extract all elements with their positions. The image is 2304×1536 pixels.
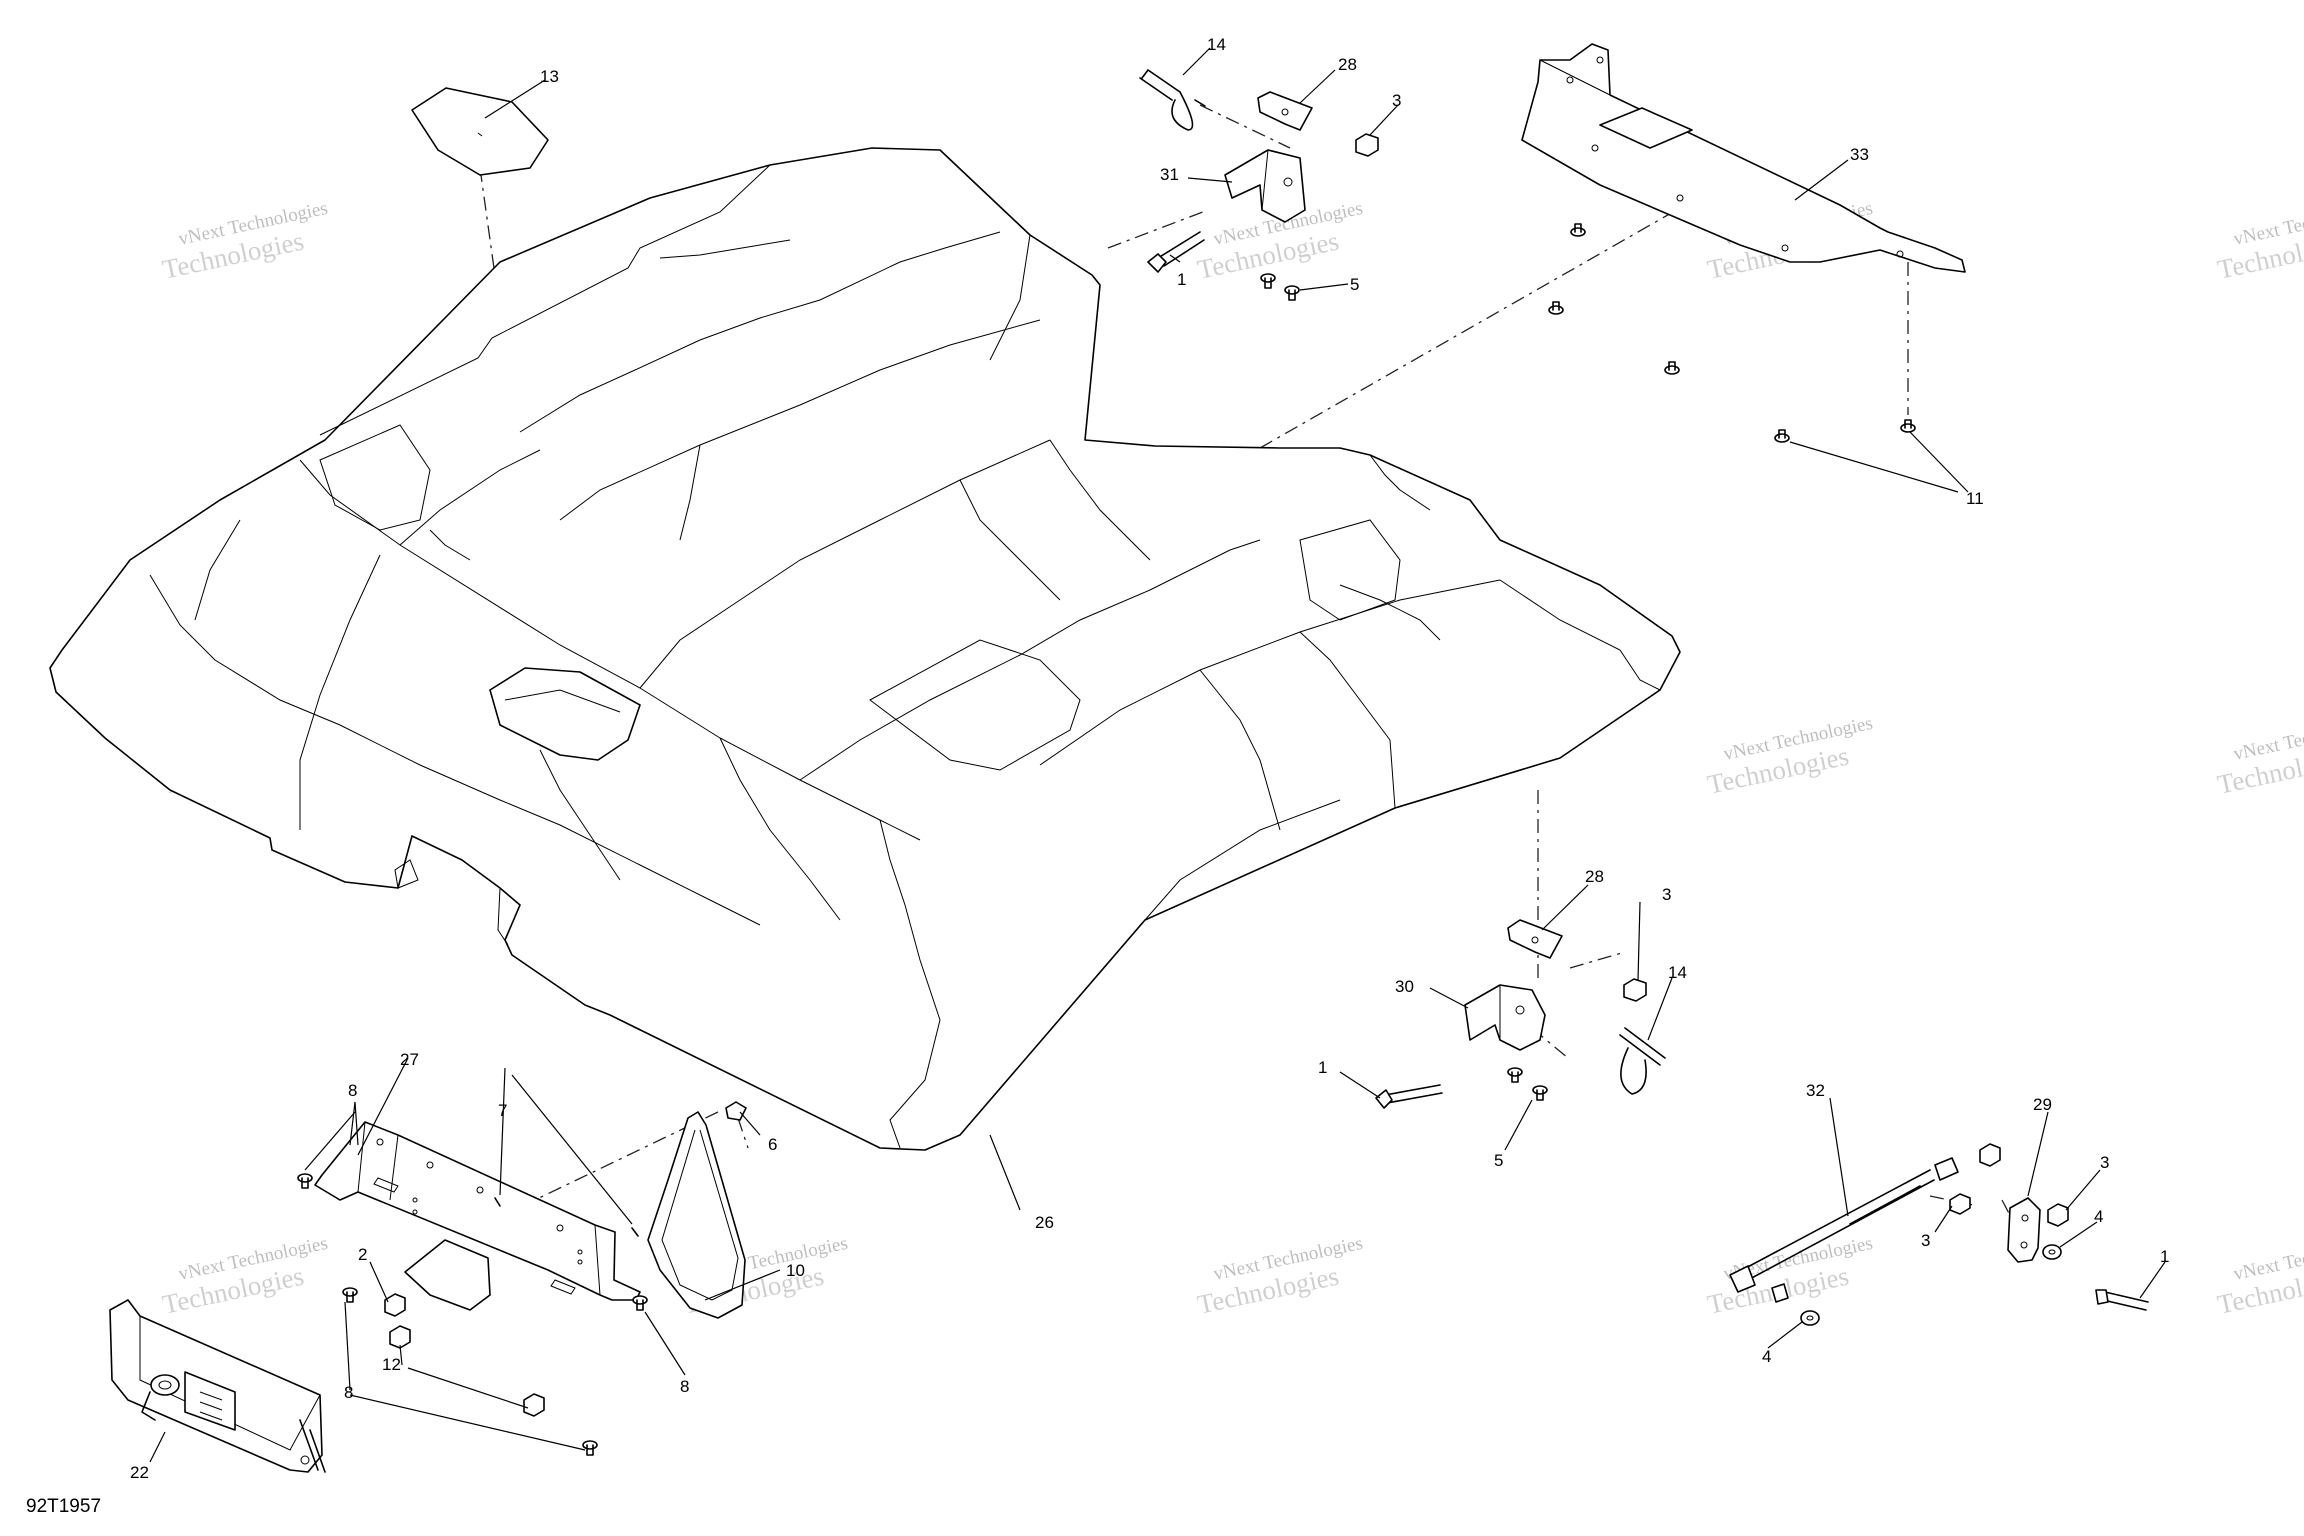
callout-12: 12 [382,1355,401,1374]
callout-31: 31 [1160,165,1179,184]
gas-strut-assembly [1729,1143,2149,1326]
callout-2: 2 [358,1245,367,1264]
callout-30: 30 [1395,977,1414,996]
callout-4: 4 [1762,1347,1771,1366]
part-13-decal [411,87,549,176]
callout-14: 14 [1207,35,1226,54]
callout-8: 8 [344,1383,353,1402]
drawing-code: 92T1957 [26,1496,101,1517]
callout-29: 29 [2033,1095,2052,1114]
callout-3: 3 [1921,1231,1930,1250]
callout-11: 11 [1966,489,1984,508]
part-10-strap [647,1111,746,1319]
callout-1: 1 [2160,1247,2169,1266]
callout-6: 6 [768,1135,777,1154]
callout-3: 3 [1392,91,1401,110]
part-26-cover [49,147,1681,1151]
callout-1: 1 [1177,270,1186,289]
callout-5: 5 [1350,275,1359,294]
lower-hinge-assembly [1375,919,1666,1109]
callout-14: 14 [1668,963,1687,982]
callout-7: 7 [498,1101,507,1120]
callout-3: 3 [1662,885,1671,904]
part-27-bracket [314,1121,641,1311]
part-33-panel [1521,43,1966,273]
part-22-switch [109,1299,326,1473]
callout-33: 33 [1850,145,1869,164]
callout-26: 26 [1035,1213,1054,1232]
small-fasteners-left [297,1101,747,1456]
callout-1: 1 [1318,1058,1327,1077]
part-11-rivets [1548,223,1916,443]
callout-28: 28 [1338,55,1357,74]
callout-8: 8 [680,1377,689,1396]
leader-lines [149,47,2166,1463]
callout-4: 4 [2094,1207,2103,1226]
callout-5: 5 [1494,1151,1503,1170]
upper-hinge-assembly [1139,69,1379,301]
callout-32: 32 [1806,1081,1825,1100]
callout-3: 3 [2100,1153,2109,1172]
callout-22: 22 [130,1463,149,1482]
callouts: 13 14 28 3 31 1 5 33 11 28 3 30 14 1 5 3… [130,35,2169,1482]
callout-13: 13 [540,67,559,86]
callout-10: 10 [786,1261,805,1280]
callout-28: 28 [1585,867,1604,886]
callout-8: 8 [348,1081,357,1100]
callout-27: 27 [400,1050,419,1069]
